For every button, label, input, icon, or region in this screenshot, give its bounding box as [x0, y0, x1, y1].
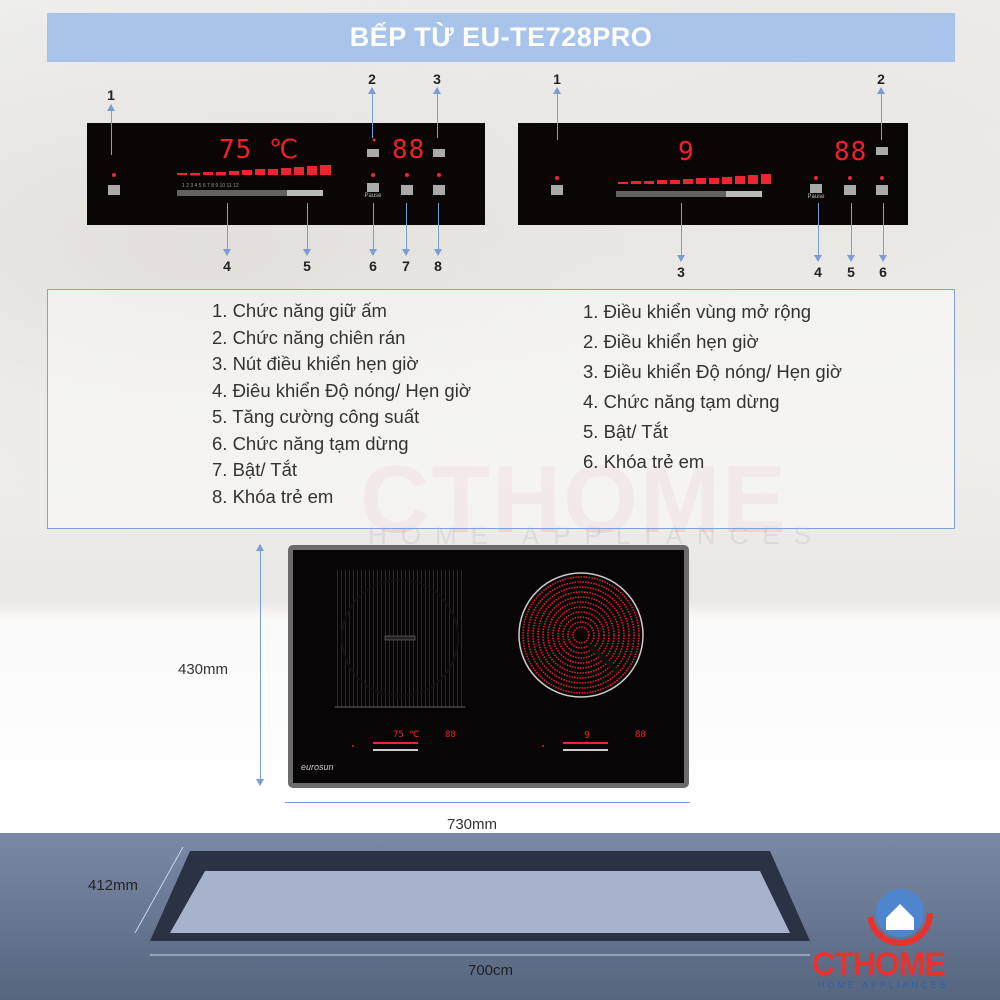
list-item: 1. Điều khiển vùng mở rộng	[583, 301, 812, 322]
arrow	[223, 203, 231, 256]
list-item: 4. Chức năng tạm dừng	[583, 391, 780, 412]
countertop	[0, 833, 1000, 1000]
arrow	[303, 203, 311, 256]
timer-display: 88	[834, 137, 868, 167]
temperature-display: 75 ℃	[219, 135, 300, 165]
callout-8: 8	[434, 258, 442, 274]
list-item: 3. Nút điều khiển hẹn giờ	[212, 353, 419, 374]
callout-5: 5	[303, 258, 311, 274]
house-logo-icon	[867, 880, 933, 946]
list-item: 2. Điều khiển hẹn giờ	[583, 331, 759, 352]
arrow	[433, 87, 441, 138]
scale-labels: 1 2 3 4 5 6 7 8 9 10 11 12	[182, 183, 239, 189]
panel-controls: 1 2 3 4 5 6 7 8 9 10 11 12	[108, 138, 445, 196]
callout-3: 3	[433, 71, 441, 87]
page-title: BẾP TỪ EU-TE728PRO	[47, 13, 955, 62]
cutout-depth-label: 412mm	[88, 877, 139, 894]
left-control-panel: 75 ℃ 88 1 2 3 4 5 6 7 8 9 10 11 12 Pause	[87, 123, 485, 225]
level-display: 9	[678, 137, 695, 167]
arrow	[107, 104, 115, 155]
arrow	[814, 203, 822, 262]
legend-box: 1. Chức năng giữ ấm 2. Chức năng chiên r…	[47, 289, 955, 529]
right-control-panel: 9 88 Pause	[518, 123, 908, 225]
callout-2: 2	[877, 71, 885, 87]
list-item: 6. Chức năng tạm dừng	[212, 432, 409, 454]
callout-6: 6	[879, 264, 887, 280]
legend-right-list: 1. Điều khiển vùng mở rộng 2. Điều khiển…	[583, 301, 842, 481]
left-zone-display: 75 ℃	[393, 730, 420, 740]
cutout-width-label: 700cm	[468, 962, 514, 979]
pause-label: Pause	[807, 194, 825, 200]
arrow	[677, 203, 685, 262]
height-arrow	[256, 544, 264, 786]
arrow	[369, 203, 377, 256]
legend-left-list: 1. Chức năng giữ ấm 2. Chức năng chiên r…	[212, 300, 471, 512]
width-label: 730mm	[447, 816, 498, 833]
callout-5: 5	[847, 264, 855, 280]
callout-3: 3	[677, 264, 685, 280]
right-zone-display: 9	[584, 730, 591, 741]
cooktop-zones	[335, 570, 644, 751]
callout-1: 1	[553, 71, 561, 87]
cooktop-image: 75 ℃ 88 9 88 eurosun	[288, 545, 689, 788]
arrow	[879, 203, 887, 262]
pause-label: Pause	[364, 193, 382, 199]
list-item: 8. Khóa trẻ em	[212, 485, 334, 507]
right-zone-timer: 88	[635, 730, 646, 740]
cthome-logo: CTHOME HOME APPLIANCES	[810, 880, 990, 995]
width-arrow	[285, 802, 690, 803]
arrow	[847, 203, 855, 262]
list-item: 6. Khóa trẻ em	[583, 451, 705, 472]
cutout-shape	[134, 846, 810, 956]
arrow	[877, 87, 885, 140]
timer-display: 88	[392, 135, 426, 165]
callout-7: 7	[402, 258, 410, 274]
logo-tagline: HOME APPLIANCES	[818, 980, 949, 990]
callout-4: 4	[223, 258, 231, 274]
panel-controls	[551, 147, 888, 197]
arrow	[553, 87, 561, 140]
callout-4: 4	[814, 264, 822, 280]
callout-2: 2	[368, 71, 376, 87]
callout-1: 1	[107, 87, 115, 103]
power-bars-icon	[177, 165, 331, 176]
list-item: 5. Bật/ Tắt	[583, 421, 669, 442]
list-item: 7. Bật/ Tắt	[212, 459, 298, 480]
brand-logo: eurosun	[301, 762, 334, 772]
callout-6: 6	[369, 258, 377, 274]
arrow	[402, 203, 410, 256]
left-zone-timer: 88	[445, 730, 456, 740]
list-item: 4. Điêu khiển Độ nóng/ Hẹn giờ	[212, 379, 471, 401]
list-item: 3. Điều khiển Độ nóng/ Hẹn giờ	[583, 361, 842, 382]
arrow	[434, 203, 442, 256]
list-item: 5. Tăng cường công suất	[212, 406, 420, 427]
list-item: 2. Chức năng chiên rán	[212, 326, 406, 348]
height-label: 430mm	[178, 661, 229, 678]
arrow	[368, 87, 376, 138]
logo-text: CTHOME	[812, 946, 946, 982]
list-item: 1. Chức năng giữ ấm	[212, 300, 387, 321]
